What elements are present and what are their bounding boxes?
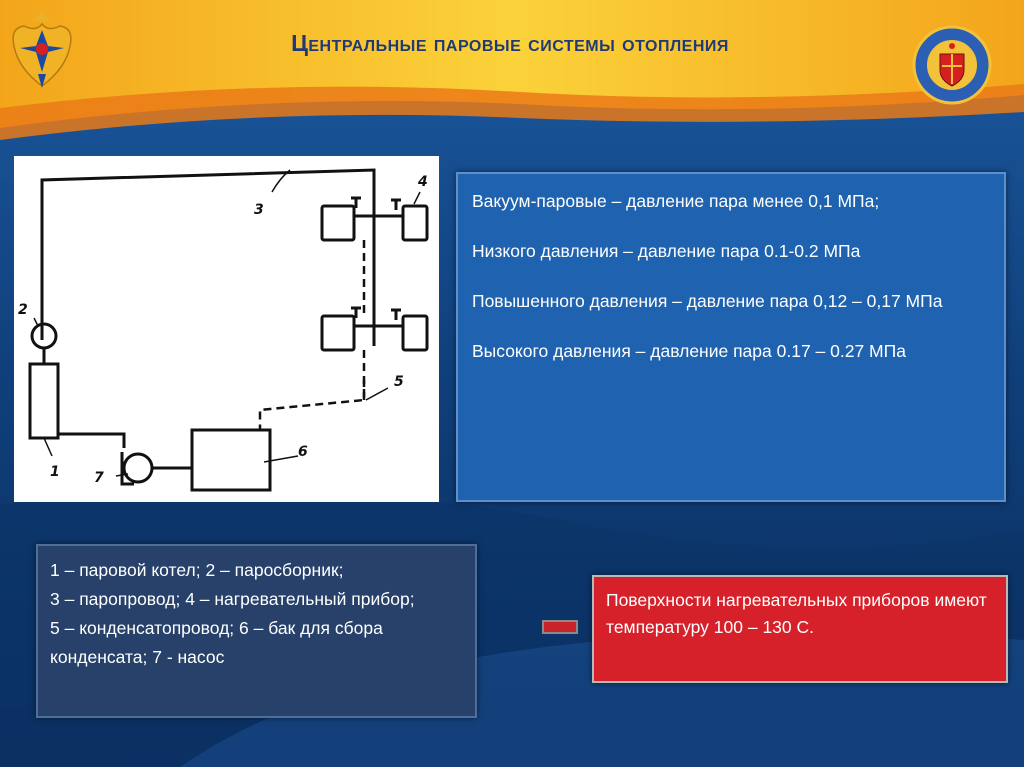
pump (122, 452, 154, 484)
diagram-label-2: 2 (18, 302, 28, 318)
radiator-bottom-right (401, 314, 429, 352)
steam-pipe (40, 168, 376, 340)
diagram-label-6: 6 (298, 444, 308, 460)
diagram-label-1: 1 (50, 464, 60, 480)
temperature-note-box: Поверхности нагревательных приборов имею… (592, 575, 1008, 683)
radiator-bottom-left (320, 314, 356, 352)
pressure-classification-box: Вакуум-паровые – давление пара менее 0,1… (456, 172, 1006, 502)
dash-connector (542, 620, 578, 634)
academy-round-seal-icon (912, 25, 992, 105)
radiator-top-right (401, 204, 429, 242)
diagram-label-4: 4 (417, 174, 428, 190)
slide-title: Центральные паровые системы отопления (291, 30, 729, 56)
boiler (28, 362, 60, 440)
info-item-low: Низкого давления – давление пара 0.1-0.2… (472, 241, 861, 261)
emercom-emblem-icon (12, 10, 72, 88)
heating-system-diagram: 1 2 3 4 5 6 7 (14, 156, 439, 502)
diagram-drawing: 1 2 3 4 5 6 7 (18, 168, 429, 492)
diagram-label-7: 7 (94, 470, 104, 486)
info-item-elevated: Повышенного давления – давление пара 0,1… (472, 291, 943, 311)
radiator-top-left (320, 204, 356, 242)
diagram-label-5: 5 (394, 374, 404, 390)
info-item-high: Высокого давления – давление пара 0.17 –… (472, 341, 906, 361)
diagram-label-3: 3 (254, 202, 264, 218)
condensate-tank (190, 428, 272, 492)
info-item-vacuum: Вакуум-паровые – давление пара менее 0,1… (472, 191, 880, 211)
diagram-legend-box: 1 – паровой котел; 2 – паросборник; 3 – … (36, 544, 477, 718)
steam-drum (30, 322, 58, 350)
